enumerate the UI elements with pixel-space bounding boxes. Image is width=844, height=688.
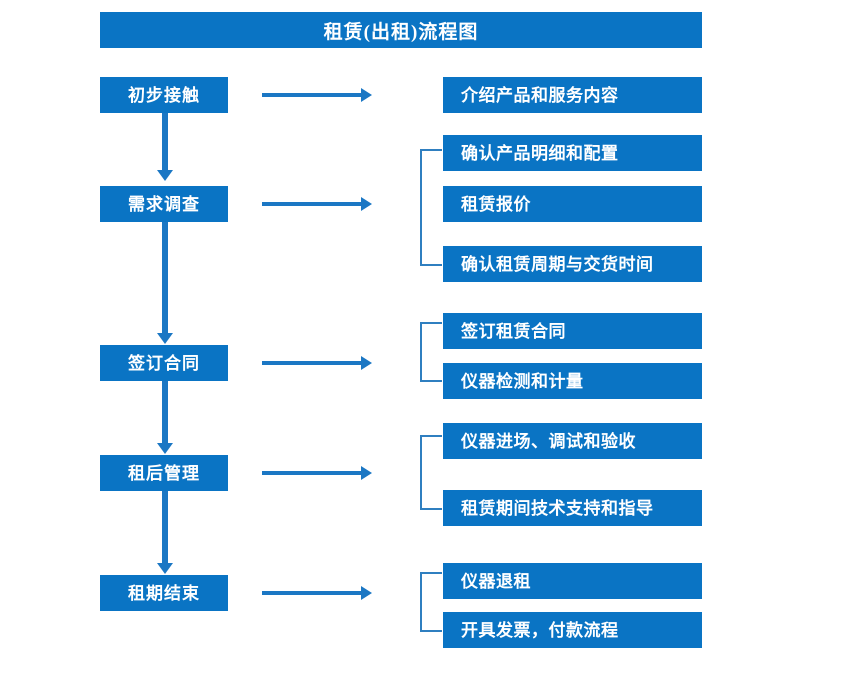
stage-node-rental-end[interactable]: 租期结束 xyxy=(100,575,228,611)
arrow-shaft xyxy=(262,591,361,595)
arrow-shaft xyxy=(262,471,361,475)
arrow-down-to-needs-survey xyxy=(157,113,173,181)
arrow-right-sign-contract xyxy=(262,356,372,370)
arrow-head-icon xyxy=(361,466,372,480)
arrow-shaft xyxy=(162,381,168,443)
bracket-group-sign-contract xyxy=(420,322,442,382)
detail-node-sign-rental-contract[interactable]: 签订租赁合同 xyxy=(443,313,702,349)
detail-node-confirm-product-spec[interactable]: 确认产品明细和配置 xyxy=(443,135,702,171)
stage-node-sign-contract[interactable]: 签订合同 xyxy=(100,345,228,381)
arrow-head-icon xyxy=(157,333,173,344)
arrow-shaft xyxy=(262,93,361,97)
arrow-head-icon xyxy=(157,170,173,181)
bracket-group-needs-survey xyxy=(420,149,442,266)
arrow-head-icon xyxy=(361,586,372,600)
arrow-shaft xyxy=(262,361,361,365)
detail-node-technical-support[interactable]: 租赁期间技术支持和指导 xyxy=(443,490,702,526)
detail-node-intro-products[interactable]: 介绍产品和服务内容 xyxy=(443,77,702,113)
bracket-group-post-rental-management xyxy=(420,435,442,510)
arrow-head-icon xyxy=(157,563,173,574)
arrow-shaft xyxy=(162,113,168,170)
bracket-group-rental-end xyxy=(420,572,442,632)
arrow-down-to-sign-contract xyxy=(157,222,173,344)
arrow-head-icon xyxy=(361,88,372,102)
arrow-shaft xyxy=(162,222,168,333)
detail-node-instrument-inspection[interactable]: 仪器检测和计量 xyxy=(443,363,702,399)
arrow-right-initial-contact xyxy=(262,88,372,102)
arrow-right-rental-end xyxy=(262,586,372,600)
arrow-head-icon xyxy=(157,443,173,454)
arrow-shaft xyxy=(162,491,168,563)
arrow-down-to-rental-end xyxy=(157,491,173,574)
stage-node-post-rental-management[interactable]: 租后管理 xyxy=(100,455,228,491)
arrow-shaft xyxy=(262,202,361,206)
arrow-head-icon xyxy=(361,356,372,370)
arrow-head-icon xyxy=(361,197,372,211)
detail-node-invoice-payment[interactable]: 开具发票，付款流程 xyxy=(443,612,702,648)
detail-node-rental-quote[interactable]: 租赁报价 xyxy=(443,186,702,222)
arrow-right-needs-survey xyxy=(262,197,372,211)
arrow-right-post-rental-management xyxy=(262,466,372,480)
arrow-down-to-post-rental-management xyxy=(157,381,173,454)
detail-node-confirm-period-delivery[interactable]: 确认租赁周期与交货时间 xyxy=(443,246,702,282)
stage-node-initial-contact[interactable]: 初步接触 xyxy=(100,77,228,113)
detail-node-instrument-return[interactable]: 仪器退租 xyxy=(443,563,702,599)
diagram-title: 租赁(出租)流程图 xyxy=(100,12,702,48)
detail-node-instrument-entry-commissioning[interactable]: 仪器进场、调试和验收 xyxy=(443,423,702,459)
stage-node-needs-survey[interactable]: 需求调查 xyxy=(100,186,228,222)
